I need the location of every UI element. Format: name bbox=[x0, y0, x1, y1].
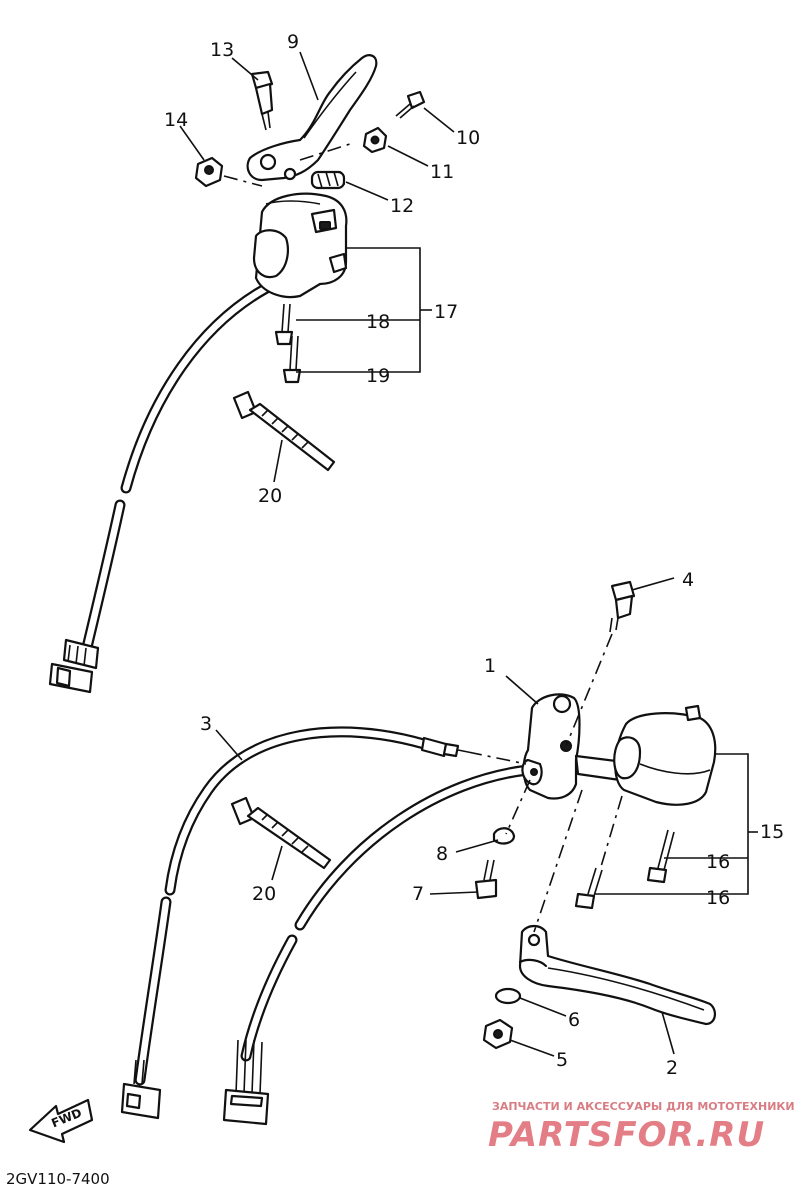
callout-18: 18 bbox=[366, 311, 390, 333]
watermark: ЗАПЧАСТИ И АКСЕССУАРЫ ДЛЯ МОТОТЕХНИКИ PA… bbox=[488, 1100, 795, 1155]
lever-2 bbox=[518, 924, 716, 1026]
callout-4: 4 bbox=[682, 569, 694, 591]
nut-11 bbox=[362, 126, 388, 154]
right-handlebar-switch bbox=[613, 704, 717, 806]
callout-14: 14 bbox=[164, 109, 188, 131]
left-handlebar-switch bbox=[252, 192, 348, 299]
callout-19: 19 bbox=[366, 365, 390, 387]
callout-8: 8 bbox=[436, 843, 448, 865]
lever-9 bbox=[246, 54, 378, 182]
lower-assembly bbox=[120, 577, 758, 1126]
callout-16-a: 16 bbox=[706, 851, 730, 873]
right-switch-connector bbox=[222, 1039, 270, 1126]
callout-3: 3 bbox=[200, 713, 212, 735]
washer-6 bbox=[494, 987, 522, 1005]
spring-12 bbox=[310, 170, 346, 190]
cable-3-connector bbox=[120, 1059, 162, 1120]
callout-5: 5 bbox=[556, 1049, 568, 1071]
callout-20-lower: 20 bbox=[252, 883, 276, 905]
callout-1: 1 bbox=[484, 655, 496, 677]
cable-tie-upper bbox=[232, 390, 336, 472]
upper-assembly bbox=[48, 51, 455, 694]
callout-17: 17 bbox=[434, 301, 458, 323]
fwd-arrow-icon: FWD bbox=[28, 1098, 94, 1144]
cable-3 bbox=[134, 726, 469, 1086]
screw-18 bbox=[274, 303, 294, 346]
watermark-brand: PARTSFOR.RU bbox=[488, 1115, 765, 1155]
callout-20-upper: 20 bbox=[258, 485, 282, 507]
watermark-tagline: ЗАПЧАСТИ И АКСЕССУАРЫ ДЛЯ МОТОТЕХНИКИ bbox=[492, 1100, 795, 1113]
nut-5 bbox=[482, 1018, 514, 1050]
callout-2: 2 bbox=[666, 1057, 678, 1079]
bolt-4 bbox=[609, 580, 636, 633]
callout-10: 10 bbox=[456, 127, 480, 149]
screw-16-a bbox=[646, 829, 675, 884]
diagram-code: 2GV110-7400 bbox=[6, 1170, 110, 1188]
lever-holder-1 bbox=[521, 693, 581, 800]
callout-13: 13 bbox=[210, 39, 234, 61]
callout-7: 7 bbox=[412, 883, 424, 905]
screw-7 bbox=[474, 859, 498, 900]
callout-12: 12 bbox=[390, 195, 414, 217]
cable-tie-lower bbox=[230, 796, 332, 870]
callout-16-b: 16 bbox=[706, 887, 730, 909]
nut-14 bbox=[194, 156, 224, 188]
callout-15: 15 bbox=[760, 821, 784, 843]
left-switch-cable bbox=[78, 276, 284, 666]
right-switch-cable bbox=[240, 764, 534, 1062]
callout-9: 9 bbox=[287, 31, 299, 53]
callout-11: 11 bbox=[430, 161, 454, 183]
bolt-13 bbox=[250, 70, 274, 131]
callout-6: 6 bbox=[568, 1009, 580, 1031]
screw-16-b bbox=[574, 867, 603, 910]
washer-8 bbox=[492, 827, 516, 845]
left-switch-connector bbox=[48, 638, 100, 694]
screw-10 bbox=[395, 90, 426, 119]
screw-19 bbox=[282, 335, 302, 384]
callouts: 1 2 3 4 5 6 7 8 9 10 11 12 13 14 15 16 1… bbox=[164, 31, 784, 1079]
